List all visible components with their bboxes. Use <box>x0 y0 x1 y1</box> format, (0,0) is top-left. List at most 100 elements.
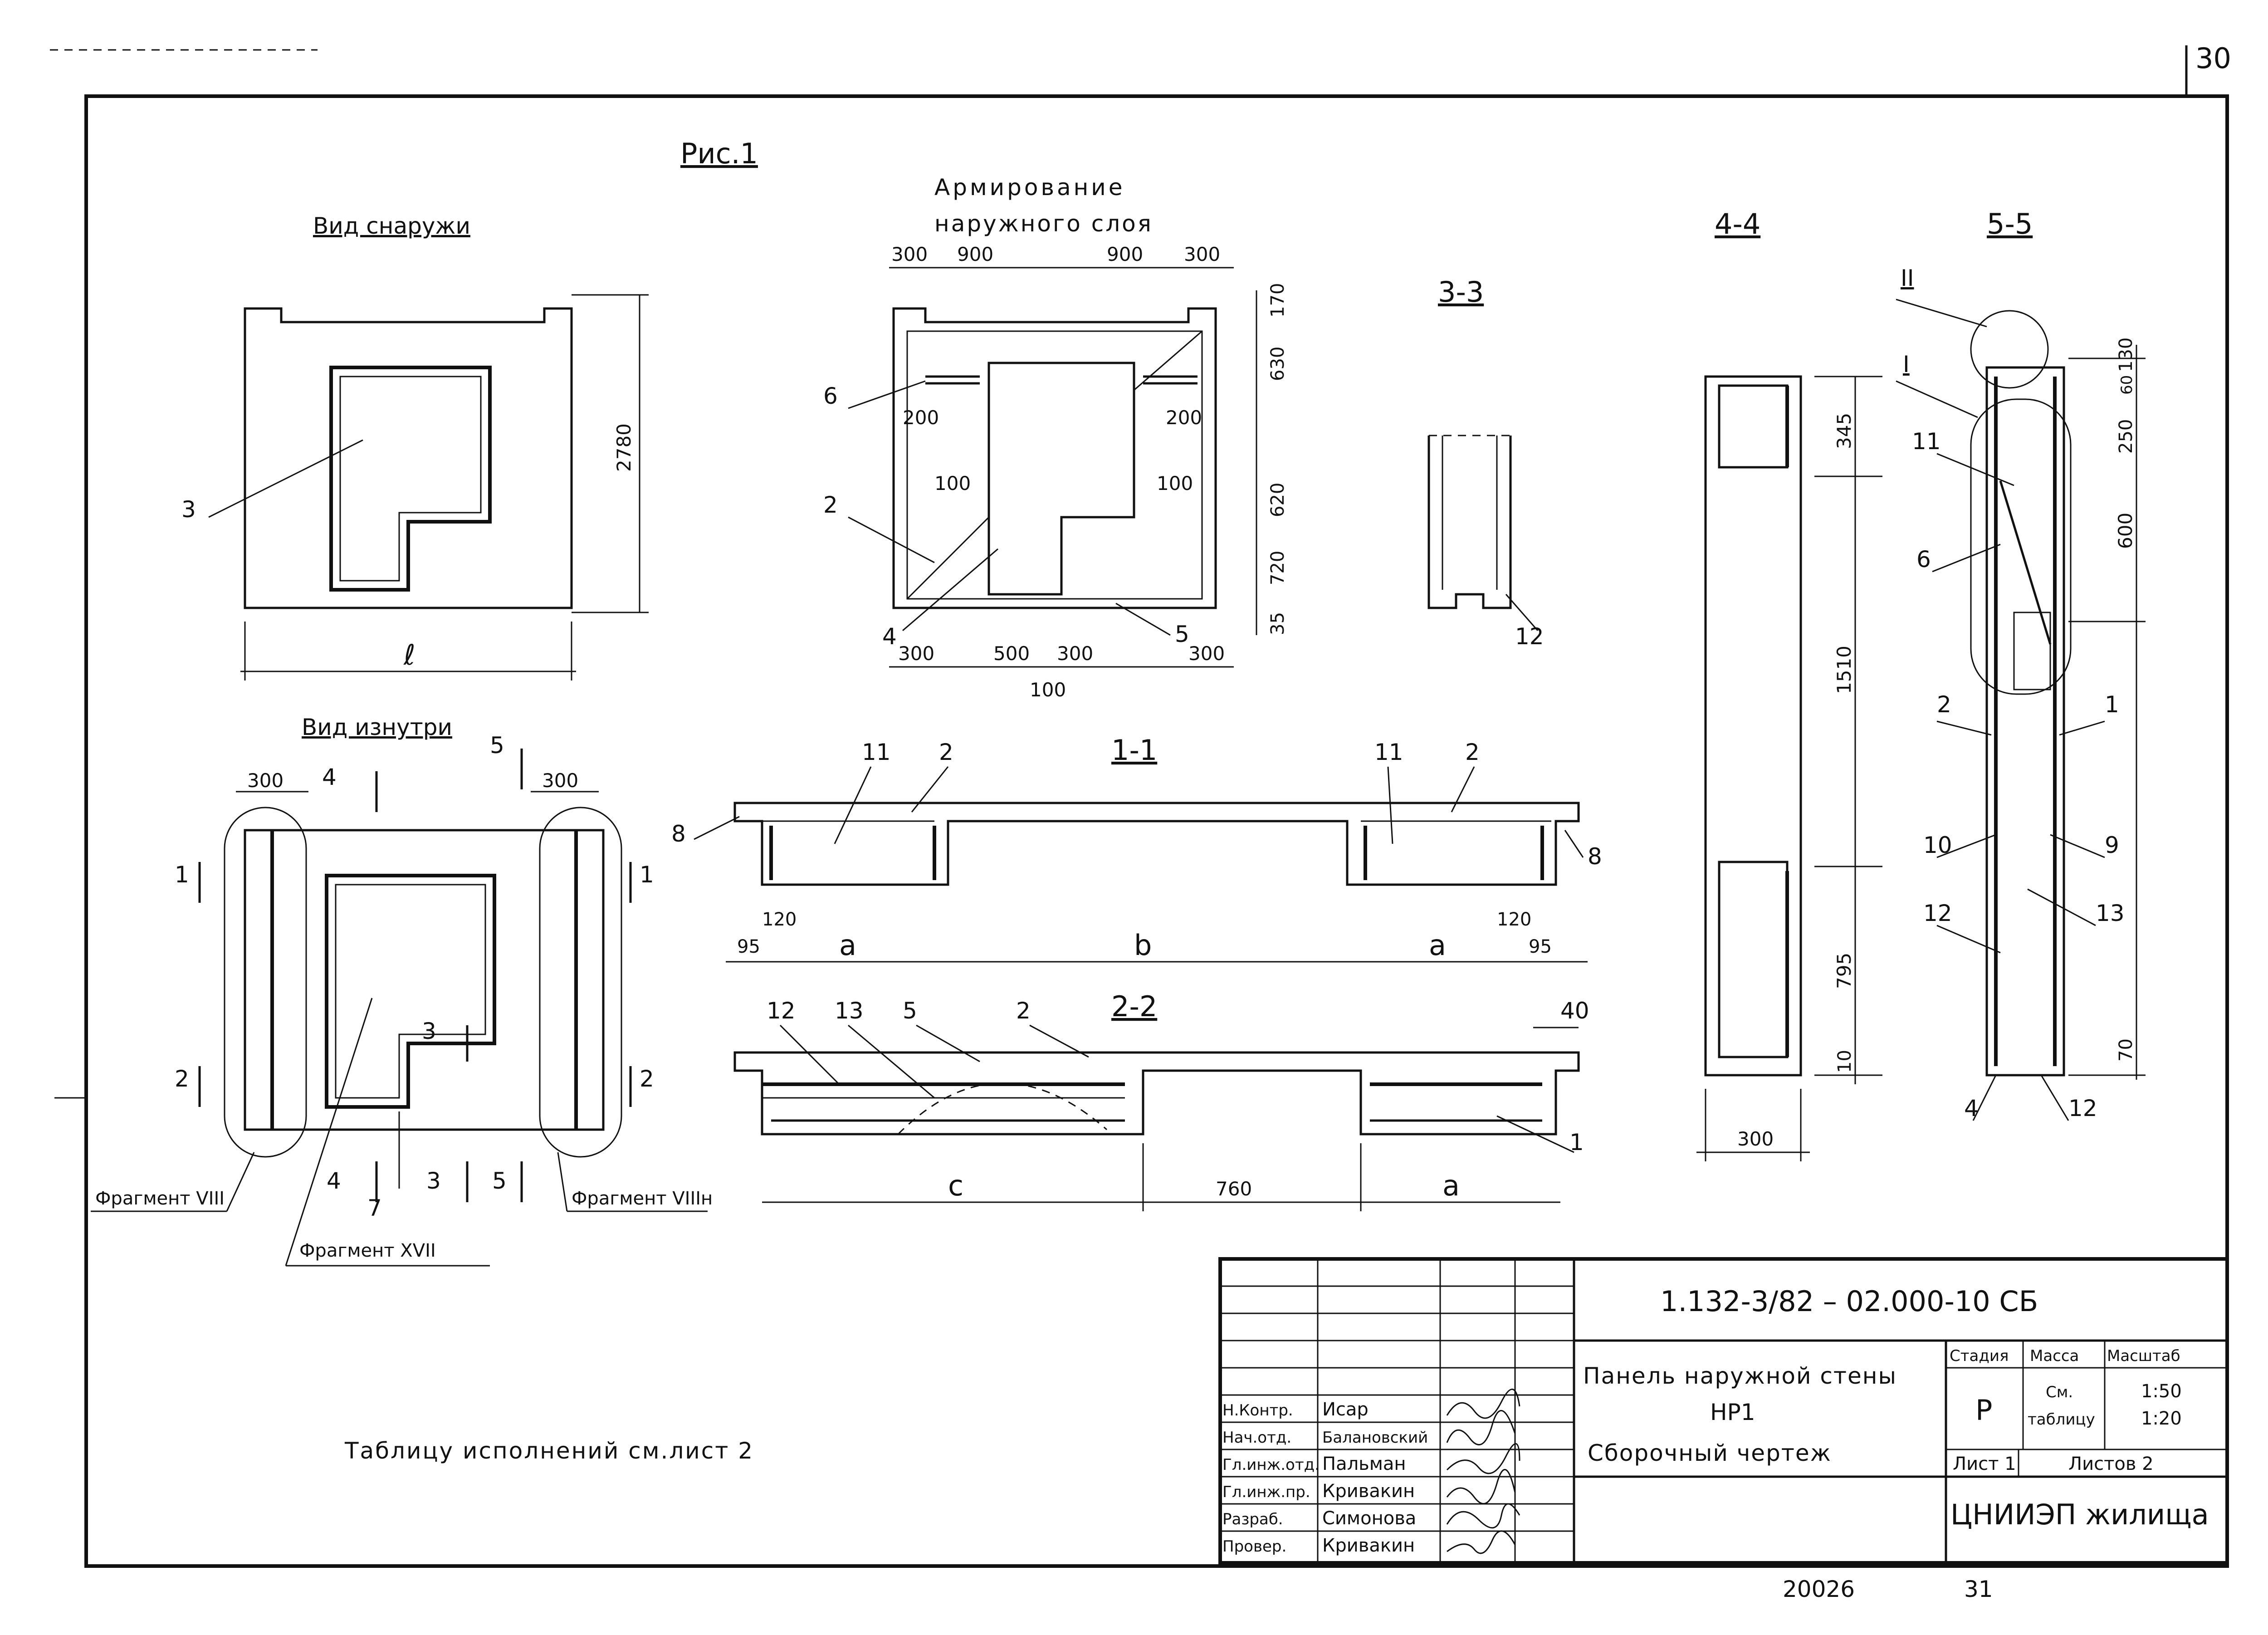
inside-dim-300-left: 300 <box>247 769 284 792</box>
section-1-1-dim-120a: 120 <box>762 909 797 930</box>
organization: ЦНИИЭП жилища <box>1950 1498 2209 1531</box>
reinf-right-dim-3: 620 <box>1267 483 1288 517</box>
section-1-1-dim-a1: a <box>839 929 856 962</box>
section-5-5-callout-13: 13 <box>2096 900 2125 926</box>
doc-code: 1.132-3/82 – 02.000-10 СБ <box>1660 1285 2038 1318</box>
outside-view-title: Вид снаружи <box>313 213 470 239</box>
section-2-2-callout-13: 13 <box>835 998 864 1024</box>
section-2-2-dim-a: a <box>1442 1169 1460 1202</box>
mass-value-line2: таблицу <box>2028 1410 2095 1429</box>
inside-mark-3-center: 3 <box>422 1018 436 1044</box>
section-5-5-dim-5: 70 <box>2116 1038 2136 1062</box>
signature-1 <box>1446 1388 1520 1419</box>
doc-name-line3: Сборочный чертеж <box>1588 1440 1832 1466</box>
section-5-5-dim-4: 600 <box>2114 513 2136 549</box>
role-2: Нач.отд. <box>1222 1429 1291 1447</box>
stage-header: Стадия <box>1950 1347 2009 1365</box>
role-3: Гл.инж.отд. <box>1222 1456 1320 1474</box>
inside-mark-4-bottom: 4 <box>327 1168 341 1194</box>
inside-mark-1-right: 1 <box>640 862 654 888</box>
sheet-label: Лист 1 <box>1953 1454 2016 1474</box>
outside-view: Вид снаружи 2780 ℓ 3 <box>181 213 649 680</box>
section-2-2: 2-2 12 13 5 2 40 1 c 760 a <box>733 990 1589 1211</box>
role-5: Разраб. <box>1222 1510 1283 1528</box>
inside-mark-2-right: 2 <box>640 1066 654 1092</box>
mass-value-line1: См. <box>2046 1383 2073 1401</box>
section-1-1-dim-b: b <box>1134 929 1152 962</box>
reinf-bottom-dim-2: 500 <box>993 642 1030 665</box>
name-4: Кривакин <box>1322 1481 1415 1502</box>
reinf-top-dim-2: 900 <box>957 243 993 265</box>
section-1-1-dim-95b: 95 <box>1529 936 1552 957</box>
reinf-bottom-dim-3: 300 <box>1057 642 1093 665</box>
section-5-5-dim-1: 130 <box>2116 338 2136 372</box>
section-5-5-dim-2: 60 <box>2118 375 2136 395</box>
inside-callout-7: 7 <box>367 1195 382 1221</box>
bottom-left-number: 20026 <box>1783 1576 1855 1602</box>
section-2-2-callout-40: 40 <box>1560 998 1589 1024</box>
section-5-5-callout-1: 1 <box>2105 691 2119 718</box>
title-block: 1.132-3/82 – 02.000-10 СБ Панель наружно… <box>1218 1257 2229 1565</box>
name-6: Кривакин <box>1322 1535 1415 1556</box>
outside-callout-3: 3 <box>181 496 196 523</box>
reinf-callout-2: 2 <box>823 492 838 518</box>
inside-view-title: Вид изнутри <box>302 714 452 740</box>
section-5-5-dim-3: 250 <box>2116 419 2136 454</box>
section-3-3: 3-3 12 <box>1427 275 1544 650</box>
reinf-top-dim-1: 300 <box>891 243 928 265</box>
inside-mark-3-bottom: 3 <box>426 1168 441 1194</box>
reinf-callout-4: 4 <box>882 623 897 650</box>
section-5-5-callout-12a: 12 <box>1923 900 1952 926</box>
scale-value-line1: 1:50 <box>2141 1381 2182 1402</box>
reinf-top-dim-3: 900 <box>1107 243 1143 265</box>
reinf-right-dim-4: 720 <box>1267 551 1288 585</box>
inside-mark-2-left: 2 <box>175 1066 189 1092</box>
section-1-1-dim-a2: a <box>1429 929 1446 962</box>
section-5-5-callout-12b: 12 <box>2068 1095 2097 1121</box>
sheet-frame <box>50 45 2229 1568</box>
section-1-1-callout-8a: 8 <box>671 821 686 847</box>
scale-value-line2: 1:20 <box>2141 1408 2182 1429</box>
outside-height-dim: 2780 <box>613 423 635 472</box>
bottom-right-number: 31 <box>1964 1576 1993 1602</box>
section-4-4-dim-3: 795 <box>1833 953 1855 989</box>
name-5: Симонова <box>1322 1508 1416 1529</box>
reinforcement-view: Армирование наружного слоя 300 900 900 3… <box>823 174 1288 701</box>
reinf-inner-dim-1: 200 <box>903 406 939 429</box>
signature-6 <box>1447 1530 1516 1554</box>
inside-mark-4-top: 4 <box>322 764 337 790</box>
name-1: Исар <box>1322 1399 1369 1420</box>
reinf-right-dim-1: 170 <box>1267 283 1288 318</box>
section-2-2-dim-760: 760 <box>1216 1178 1252 1200</box>
section-4-4-title: 4-4 <box>1715 207 1760 240</box>
section-5-5-callout-2: 2 <box>1937 691 1951 718</box>
fragment-left-label: Фрагмент VIII <box>95 1188 225 1209</box>
section-2-2-callout-5: 5 <box>903 998 917 1024</box>
section-1-1-callout-2b: 2 <box>1465 739 1480 765</box>
reinf-bottom-dim-5: 100 <box>1030 679 1066 701</box>
doc-name-line1: Панель наружной стены <box>1583 1363 1897 1389</box>
signature-2 <box>1446 1410 1516 1446</box>
doc-name-line2: НР1 <box>1710 1399 1755 1425</box>
fragment-right-label: Фрагмент VIIIн <box>572 1188 713 1209</box>
scale-header: Масштаб <box>2107 1347 2180 1365</box>
section-1-1-callout-11b: 11 <box>1374 739 1403 765</box>
reinf-callout-6: 6 <box>823 383 838 409</box>
reinf-right-dim-2: 630 <box>1267 347 1288 381</box>
inside-view: Вид изнутри 300 300 4 5 1 1 2 2 3 4 3 5 … <box>91 714 713 1267</box>
section-2-2-dim-c: c <box>948 1169 963 1202</box>
section-3-3-title: 3-3 <box>1438 275 1484 308</box>
role-4: Гл.инж.пр. <box>1222 1483 1310 1501</box>
fragment-center-label: Фрагмент XVII <box>299 1240 436 1261</box>
outside-width-dim: ℓ <box>403 638 415 671</box>
section-2-2-callout-2: 2 <box>1016 998 1031 1024</box>
role-6: Провер. <box>1222 1537 1286 1556</box>
section-5-5-title: 5-5 <box>1987 207 2033 240</box>
section-1-1: 1-1 11 2 11 2 8 8 95 120 a b a 120 95 <box>671 734 1602 963</box>
section-2-2-callout-12: 12 <box>767 998 796 1024</box>
inside-mark-5-bottom: 5 <box>492 1168 507 1194</box>
section-1-1-callout-2a: 2 <box>939 739 953 765</box>
signature-5 <box>1446 1503 1520 1529</box>
section-4-4-dim-4: 10 <box>1834 1050 1855 1073</box>
section-1-1-title: 1-1 <box>1111 734 1157 767</box>
